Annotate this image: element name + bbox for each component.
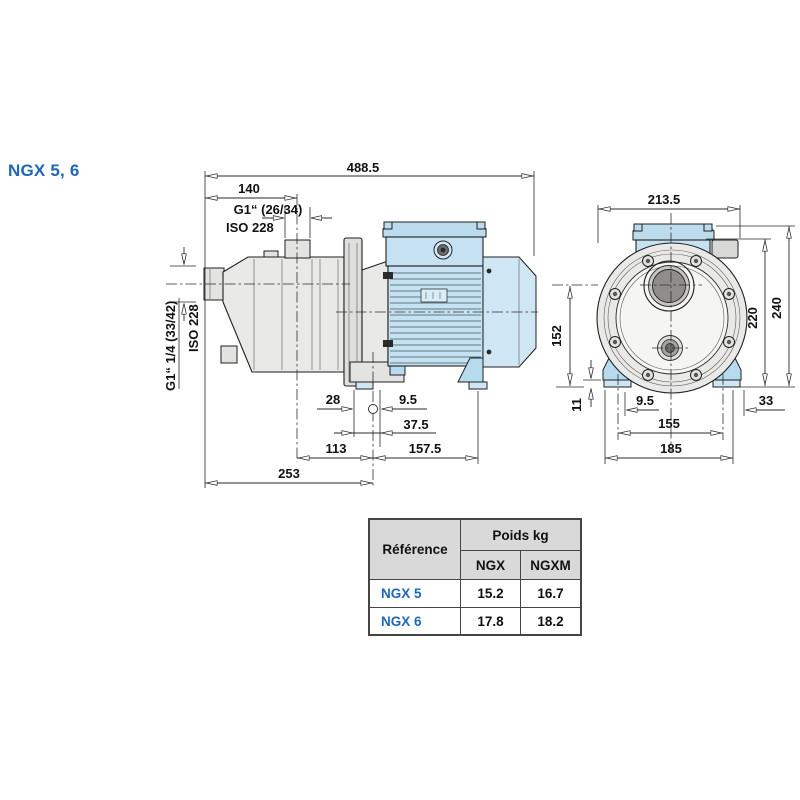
port-tab: [263, 250, 279, 258]
dim-foot-hole-offset: 9.5: [399, 392, 417, 407]
front-view-drawing: [596, 223, 748, 394]
motor-body: [387, 265, 484, 367]
dim-foot-spacing: 155: [658, 416, 680, 431]
side-view-dimensions: 488.5 140 G1“ (26/34) ISO 228 G1“ 1/4 (3…: [163, 160, 535, 488]
tie-rod-nut: [383, 340, 393, 347]
reference-cell: NGX 6: [368, 607, 461, 636]
dim-foot-front-offset: 28: [326, 392, 340, 407]
discharge-port-stub: [284, 239, 311, 259]
label-suction-port: G1“ 1/4 (33/42): [163, 301, 178, 391]
front-right-pad: [712, 379, 741, 388]
foot-hole-mark: [368, 404, 378, 414]
weight-ngxm-cell: 18.2: [520, 607, 582, 636]
drain-lug: [220, 345, 238, 364]
label-discharge-iso: ISO 228: [226, 220, 274, 235]
label-suction-iso: ISO 228: [186, 304, 201, 352]
dim-port-to-foot: 113: [326, 441, 347, 456]
rear-foot-pad: [468, 381, 488, 390]
reference-cell: NGX 5: [368, 579, 461, 608]
dim-foot-slot-width: 37.5: [403, 417, 428, 432]
weight-ngx-cell: 17.8: [460, 607, 521, 636]
terminal-box-lid: [382, 221, 487, 238]
page-title: NGX 5, 6: [8, 161, 80, 180]
dim-overall-length: 488.5: [347, 160, 380, 175]
centerlines: [166, 194, 724, 487]
column-header-ngxm: NGXM: [520, 550, 582, 580]
front-foot-pad: [355, 381, 374, 390]
front-left-pad: [603, 379, 632, 388]
dim-foot-to-end: 157.5: [409, 441, 442, 456]
weight-ngx-cell: 15.2: [460, 579, 521, 608]
dim-port-offset: 140: [238, 181, 260, 196]
dim-suction-to-foot: 253: [278, 466, 300, 481]
dim-foot-offset-front: 9.5: [636, 393, 654, 408]
weight-header-cell: Poids kg: [460, 518, 582, 551]
weight-ngxm-cell: 16.7: [520, 579, 582, 608]
front-view-dimensions: 213.5 152 220 240 11 9.5 33: [549, 192, 795, 464]
weight-table: Référence Poids kg NGX NGXM NGX 5 15.2 1…: [368, 518, 582, 636]
reference-header-cell: Référence: [368, 518, 461, 580]
dim-body-height: 220: [745, 307, 760, 329]
motor-nameplate: [420, 288, 448, 303]
discharge-port-front: [643, 260, 695, 312]
dim-front-width: 213.5: [648, 192, 681, 207]
side-view-drawing: [203, 221, 537, 390]
dim-edge-offset: 33: [759, 393, 773, 408]
table-row-ngx6: NGX 6 17.8 18.2: [368, 607, 582, 636]
casing-bolts: [609, 255, 735, 381]
motor-end-cap: [482, 256, 537, 368]
front-terminal-box-lid: [632, 223, 715, 241]
pump-body: [222, 256, 345, 373]
table-row-ngx5: NGX 5 15.2 16.7: [368, 579, 582, 608]
dim-base-width: 185: [660, 441, 682, 456]
dim-axis-height: 152: [549, 325, 564, 347]
column-header-ngx: NGX: [460, 550, 521, 580]
dim-pad-height: 11: [569, 398, 584, 412]
conduit-block: [711, 239, 739, 259]
dim-total-height: 240: [769, 297, 784, 319]
label-discharge-port: G1“ (26/34): [234, 202, 303, 217]
motor-front-tab: [389, 365, 406, 376]
tie-rod-nut: [383, 272, 393, 279]
